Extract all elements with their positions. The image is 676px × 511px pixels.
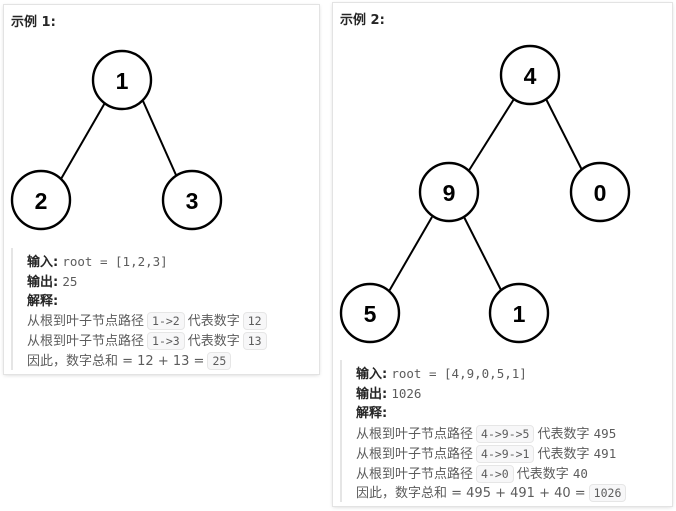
tree-node-label: 5 <box>364 301 377 327</box>
example-1-title: 示例 1: <box>11 15 56 30</box>
output-value: 1026 <box>391 386 422 401</box>
tree-node-label: 4 <box>524 63 537 89</box>
output-line: 输出: 25 <box>27 272 311 292</box>
output-label: 输出: <box>27 275 59 290</box>
sum-chip: 1026 <box>588 484 627 502</box>
path-number: 491 <box>593 446 617 461</box>
path-chip: 1->2 <box>147 312 185 330</box>
tree-node-label: 2 <box>35 188 48 214</box>
tree-node <box>499 44 561 106</box>
input-label: 输入: <box>27 255 59 270</box>
tree-node <box>161 169 223 231</box>
path-prefix: 从根到叶子节点路径 <box>356 427 474 442</box>
tree-node <box>569 161 631 223</box>
path-suffix: 代表数字 <box>187 334 240 349</box>
path-suffix: 代表数字 <box>516 467 569 482</box>
tree-node <box>488 282 550 344</box>
tree-node-label: 3 <box>186 188 199 214</box>
path-chip: 4->0 <box>476 465 514 483</box>
tree-node <box>339 282 401 344</box>
path-number: 40 <box>572 466 588 481</box>
explain-label: 解释: <box>27 294 59 309</box>
explain-label: 解释: <box>356 406 388 421</box>
tree-edge <box>463 216 502 291</box>
path-suffix: 代表数字 <box>537 447 590 462</box>
tree-node-label: 0 <box>594 180 607 206</box>
explain-line: 解释: <box>356 404 667 424</box>
tree-edge <box>142 100 177 176</box>
path-chip: 4->9->1 <box>476 445 535 463</box>
path-prefix: 从根到叶子节点路径 <box>27 314 145 329</box>
example-1-card: 示例 1: 1 2 3 输入: root = [1,2,3] 输出: 25 解释… <box>4 5 319 374</box>
number-chip: 12 <box>242 312 267 330</box>
path-chip: 1->3 <box>147 332 185 350</box>
tree-edge <box>467 98 515 173</box>
input-value: root = [1,2,3] <box>62 254 168 269</box>
tree-node <box>418 161 480 223</box>
example-2-card: 示例 2: 4 9 0 5 1 输入: root = [4,9,0,5,1] 输… <box>333 3 672 506</box>
input-value: root = [4,9,0,5,1] <box>391 366 527 381</box>
path-suffix: 代表数字 <box>187 314 240 329</box>
tree-edge <box>545 98 584 173</box>
sum-text: 因此，数字总和 = 495 + 491 + 40 = <box>356 486 586 501</box>
path-prefix: 从根到叶子节点路径 <box>356 467 474 482</box>
tree-node-label: 1 <box>513 301 526 327</box>
output-value: 25 <box>62 274 78 289</box>
number-chip: 13 <box>242 332 267 350</box>
path-suffix: 代表数字 <box>537 427 590 442</box>
input-line: 输入: root = [4,9,0,5,1] <box>356 364 667 384</box>
tree-node <box>91 49 153 111</box>
tree-edge <box>60 100 107 180</box>
path-chip: 4->9->5 <box>476 425 535 443</box>
example-1-tree-diagram: 1 2 3 <box>10 49 223 231</box>
tree-node-label: 9 <box>443 180 456 206</box>
example-2-tree-diagram: 4 9 0 5 1 <box>339 44 631 344</box>
sum-line: 因此，数字总和 = 12 + 13 =25 <box>27 352 311 372</box>
example-2-explanation-block: 输入: root = [4,9,0,5,1] 输出: 1026 解释: 从根到叶… <box>340 360 667 502</box>
sum-chip: 25 <box>207 352 232 370</box>
tree-node-label: 1 <box>116 68 129 94</box>
input-label: 输入: <box>356 367 388 382</box>
path-prefix: 从根到叶子节点路径 <box>27 334 145 349</box>
tree-edge <box>387 216 433 294</box>
path-prefix: 从根到叶子节点路径 <box>356 447 474 462</box>
output-label: 输出: <box>356 387 388 402</box>
sum-text: 因此，数字总和 = 12 + 13 = <box>27 354 205 369</box>
example-2-title: 示例 2: <box>340 13 385 28</box>
input-line: 输入: root = [1,2,3] <box>27 252 311 272</box>
explain-line: 解释: <box>27 292 311 312</box>
output-line: 输出: 1026 <box>356 384 667 404</box>
sum-line: 因此，数字总和 = 495 + 491 + 40 =1026 <box>356 484 667 504</box>
path-number: 495 <box>593 426 617 441</box>
tree-node <box>10 169 72 231</box>
